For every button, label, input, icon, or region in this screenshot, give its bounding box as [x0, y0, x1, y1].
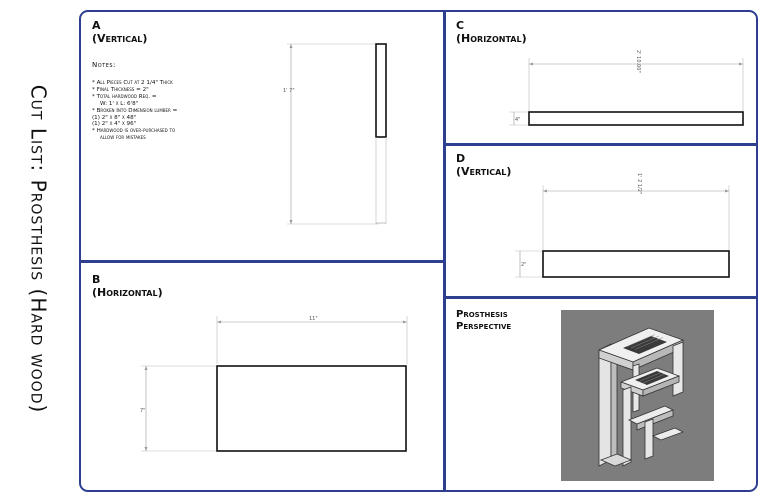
note-line: * All Pieces Cut at 2 1/4" Thick	[92, 80, 173, 86]
panel-c: C (Horizontal) 2' 10.00" 4"	[445, 12, 756, 143]
page-title: Cut List: Prosthesis (Hard wood)	[26, 84, 50, 413]
piece-b-width-label: 11"	[309, 316, 318, 322]
panel-b-orientation: (Horizontal)	[92, 286, 163, 299]
note-line: W: 1' x L: 6'8"	[100, 100, 139, 107]
panel-perspective: Prosthesis Perspective	[445, 299, 756, 490]
divider-right-middle	[443, 296, 756, 299]
perspective-title-line2: Perspective	[456, 321, 512, 332]
notes-list: * All Pieces Cut at 2 1/4" Thick * Final…	[92, 80, 177, 142]
panel-b: B (Horizontal) 11" 7"	[81, 262, 443, 490]
panel-a-label: A (Vertical)	[92, 19, 147, 45]
note-line: (1) 2" x 4" x 96"	[92, 121, 137, 128]
panel-b-label: B (Horizontal)	[92, 273, 163, 299]
page-title-container: Cut List: Prosthesis (Hard wood)	[0, 0, 76, 497]
panel-d-label: D (Vertical)	[456, 152, 511, 178]
cut-list-frame: A (Vertical) Notes: * All Pieces Cut at …	[79, 10, 758, 492]
panel-c-orientation: (Horizontal)	[456, 32, 527, 45]
piece-d-length-label: 1' 2 1/2"	[636, 173, 642, 194]
panel-c-letter: C	[456, 19, 465, 32]
piece-c-drawing: 2' 10.00" 4"	[509, 50, 744, 126]
panel-a-letter: A	[92, 19, 101, 32]
panel-d: D (Vertical) 1' 2 1/2" 2"	[445, 145, 756, 296]
panel-d-letter: D	[456, 152, 466, 165]
panel-c-label: C (Horizontal)	[456, 19, 527, 45]
piece-c-length-label: 2' 10.00"	[635, 50, 641, 73]
note-line: allow for mistakes	[100, 135, 146, 142]
piece-d-drawing: 1' 2 1/2" 2"	[515, 173, 730, 278]
divider-right-top	[443, 143, 756, 146]
notes-title: Notes:	[92, 61, 116, 69]
note-line: (1) 2" x 8" x 48"	[92, 114, 137, 121]
divider-vertical	[443, 12, 446, 490]
panel-d-orientation: (Vertical)	[456, 165, 512, 178]
note-line: * Hardwood is over-purchased to	[92, 128, 176, 135]
piece-a-drawing: 1' 7"	[283, 43, 387, 225]
note-line: * Total hardwood Req. =	[92, 93, 157, 100]
panel-a: A (Vertical) Notes: * All Pieces Cut at …	[81, 12, 443, 260]
note-line: * Broken Into Dimension lumber =	[92, 107, 178, 114]
panel-a-orientation: (Vertical)	[92, 32, 148, 45]
piece-c-height-label: 4"	[515, 117, 520, 123]
piece-d-height-label: 2"	[521, 262, 526, 268]
divider-left-horizontal	[81, 260, 445, 263]
piece-b-height-label: 7"	[140, 408, 145, 414]
prosthesis-3d-model	[597, 327, 685, 467]
perspective-label: Prosthesis Perspective	[456, 309, 511, 333]
perspective-render	[561, 310, 714, 481]
perspective-title-line1: Prosthesis	[456, 309, 508, 320]
piece-a-length-label: 1' 7"	[283, 88, 295, 94]
panel-b-letter: B	[92, 273, 101, 286]
note-line: * Final Thickness = 2"	[92, 86, 149, 93]
piece-b-drawing: 11" 7"	[140, 316, 408, 452]
